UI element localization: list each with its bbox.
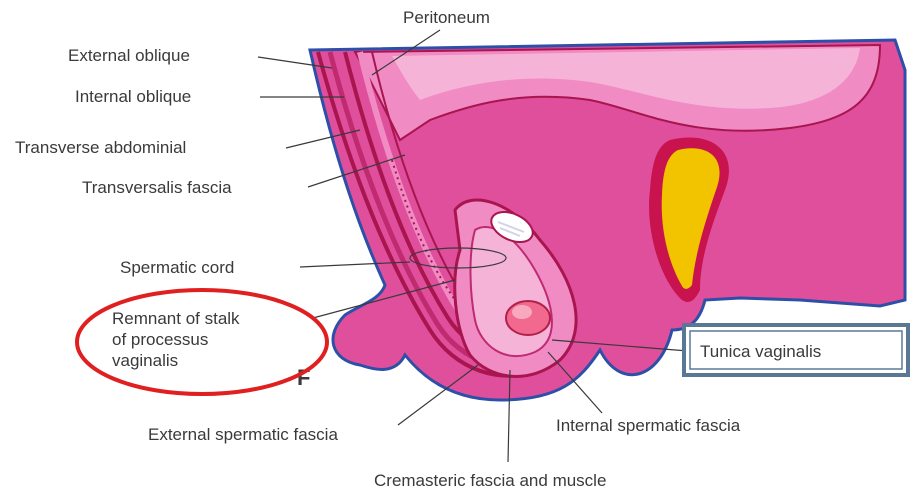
label-remnant-line1: Remnant of stalk (112, 309, 240, 328)
label-external-spermatic-fascia: External spermatic fascia (148, 425, 338, 444)
label-remnant-line2: of processus (112, 330, 208, 349)
label-tunica-vaginalis: Tunica vaginalis (700, 342, 821, 361)
label-cremasteric-fascia: Cremasteric fascia and muscle (374, 471, 606, 490)
testis (506, 301, 550, 335)
testis-highlight (512, 305, 532, 319)
label-transverse-abdominial: Transverse abdominial (15, 138, 186, 157)
label-transversalis-fascia: Transversalis fascia (82, 178, 232, 197)
label-internal-spermatic-fascia: Internal spermatic fascia (556, 416, 741, 435)
label-external-oblique: External oblique (68, 46, 190, 65)
label-peritoneum: Peritoneum (403, 8, 490, 27)
label-internal-oblique: Internal oblique (75, 87, 191, 106)
label-remnant-line3: vaginalis (112, 351, 178, 370)
label-spermatic-cord: Spermatic cord (120, 258, 234, 277)
